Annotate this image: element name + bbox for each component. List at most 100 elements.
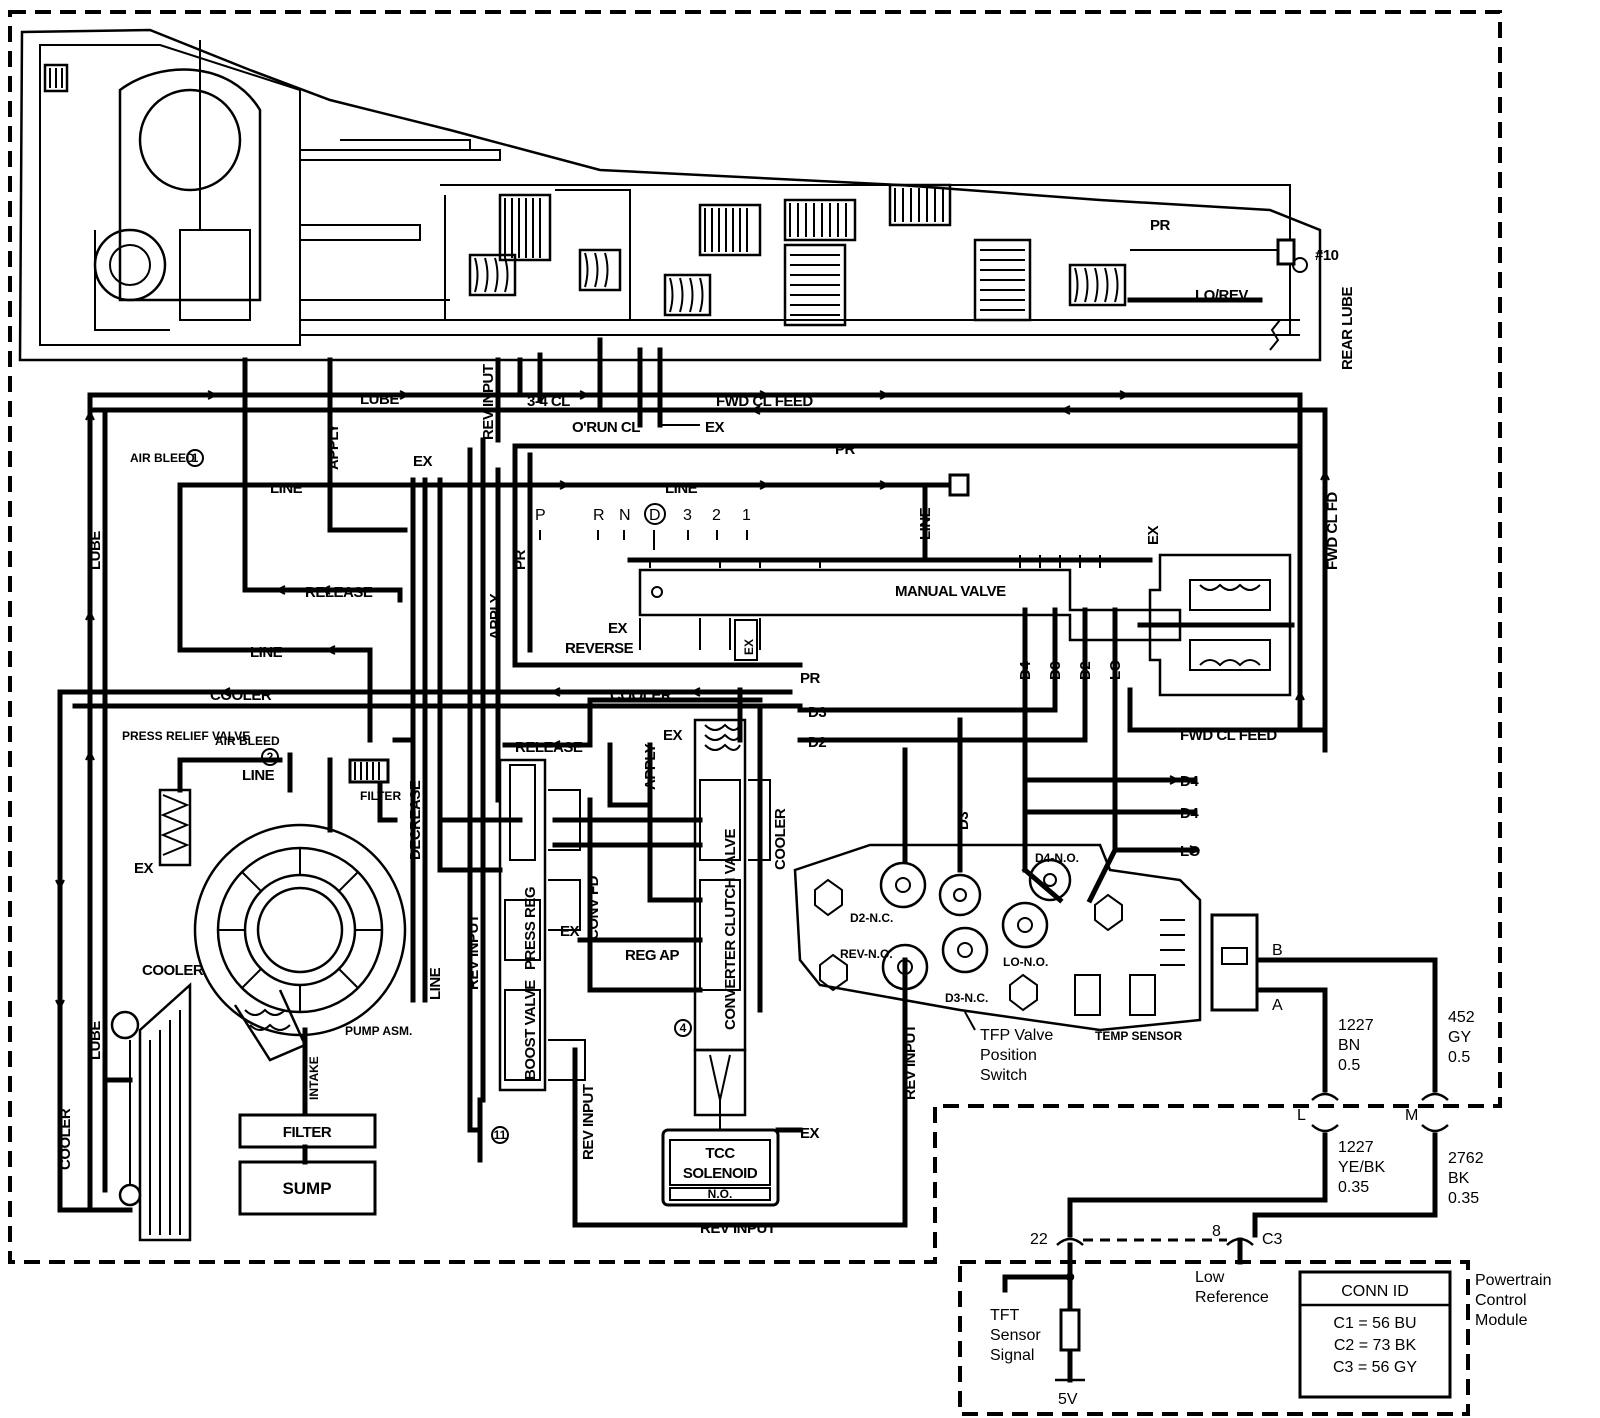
hydraulic-labels: LUBE 3-4 CL FWD CL FEED O'RUN CL EX PR E… xyxy=(57,287,1356,1237)
rev-input-label-3: REV INPUT xyxy=(580,1084,597,1160)
lo-label-vert: LO xyxy=(1107,659,1124,680)
d3-label-switch: D3 xyxy=(955,812,972,830)
wire-1227-bn-1: 1227 xyxy=(1338,1017,1374,1034)
release-label-2: RELEASE xyxy=(515,739,583,756)
cooler-label-5: COOLER xyxy=(772,808,789,870)
ex-label-cc: EX xyxy=(663,727,683,744)
tcc-solenoid-label-2: SOLENOID xyxy=(683,1165,758,1182)
pump-assembly: FILTER SUMP xyxy=(110,758,407,1242)
line-label-2: LINE xyxy=(665,480,698,497)
air-bleed-2-label: AIR BLEED xyxy=(215,734,280,748)
ex-label-reverse: EX xyxy=(608,620,628,637)
lo-rev-label: LO/REV xyxy=(1195,287,1248,304)
connector-m-label: M xyxy=(1405,1107,1418,1124)
low-reference-label-2: Reference xyxy=(1195,1289,1269,1306)
wire-2762-bk-3: 0.35 xyxy=(1448,1190,1479,1207)
tft-sensor-label-3: Signal xyxy=(990,1347,1034,1364)
orifice-4-num: 4 xyxy=(680,1021,687,1035)
manual-valve-ex-label: EX xyxy=(742,639,756,655)
check-ball-10-label: #10 xyxy=(1315,247,1339,264)
five-v-label: 5V xyxy=(1058,1391,1078,1408)
filter-label-pump: FILTER xyxy=(360,789,401,803)
tft-sensor-label-1: TFT xyxy=(990,1307,1020,1324)
wire-2762-bk-2: BK xyxy=(1448,1170,1470,1187)
range-selected-marker xyxy=(644,503,666,525)
line-label-3: LINE xyxy=(250,644,283,661)
rev-input-label-5: REV INPUT xyxy=(700,1220,776,1237)
tcc-solenoid-label-1: TCC xyxy=(705,1145,735,1162)
lube-label-3: LUBE xyxy=(87,1021,104,1060)
terminal-b-label: B xyxy=(1272,942,1283,959)
cooler-label-2: COOLER xyxy=(610,687,672,704)
ex-label-relief: EX xyxy=(134,860,154,877)
lube-label-top: LUBE xyxy=(360,391,399,408)
orun-cl-label: O'RUN CL xyxy=(572,419,640,436)
fwd-cl-fd-label: FWD CL FD xyxy=(1324,492,1341,570)
wire-452-gy-3: 0.5 xyxy=(1448,1049,1470,1066)
range-d-selected: D xyxy=(649,507,661,524)
manual-valve-label: MANUAL VALVE xyxy=(895,583,1006,600)
connectors xyxy=(1055,1092,1452,1399)
pcm-label-3: Module xyxy=(1475,1312,1528,1329)
transmission-case: #10 PR LO/REV xyxy=(18,28,1339,362)
intake-label: INTAKE xyxy=(307,1056,321,1100)
tfp-switch-label-3: Switch xyxy=(980,1067,1027,1084)
wire-1227-bn-3: 0.5 xyxy=(1338,1057,1360,1074)
fwd-cl-feed-label-2: FWD CL FEED xyxy=(1180,727,1277,744)
rev-input-label-1: REV INPUT xyxy=(480,364,497,440)
apply-label-1: APPLY xyxy=(325,423,342,470)
ex-label-manual: EX xyxy=(1145,525,1162,545)
flow-arrows xyxy=(55,390,1330,1011)
range-n: N xyxy=(619,507,631,524)
tfp-switch-label-2: Position xyxy=(980,1047,1037,1064)
wire-1227-yebk-1: 1227 xyxy=(1338,1139,1374,1156)
press-reg-label: PRESS REG xyxy=(522,887,539,970)
d3-label-horz: D3 xyxy=(808,704,826,721)
tfp-switch-body xyxy=(793,843,1259,1032)
apply-label-3: APPLY xyxy=(642,743,659,790)
manual-valve-assembly: EX xyxy=(638,553,1295,697)
boost-valve-label: BOOST VALVE xyxy=(522,980,539,1080)
d2-label-horz: D2 xyxy=(808,734,826,751)
ex-label-press-reg: EX xyxy=(560,923,580,940)
conn-id-row-c3: C3 = 56 GY xyxy=(1333,1359,1417,1376)
pr-label-3: PR xyxy=(800,670,821,687)
d4-label-2: D4 xyxy=(1180,805,1199,822)
wire-452-gy-1: 452 xyxy=(1448,1009,1475,1026)
rev-input-label-2: REV INPUT xyxy=(465,914,482,990)
orun-ex-label: EX xyxy=(705,419,725,436)
line-label-5: LINE xyxy=(242,767,275,784)
connector-c3-label: C3 xyxy=(1262,1231,1283,1248)
pcm-label-1: Powertrain xyxy=(1475,1272,1551,1289)
press-relief-valve-label: PRESS RELIEF VALVE xyxy=(122,729,250,743)
valve-body: TCC SOLENOID N.O. xyxy=(498,718,803,1207)
release-label-1: RELEASE xyxy=(305,584,373,601)
reverse-label: REVERSE xyxy=(565,640,634,657)
fwd-cl-feed-label-top: FWD CL FEED xyxy=(716,393,813,410)
cl-34-label: 3-4 CL xyxy=(527,393,570,410)
cooler-label-1: COOLER xyxy=(210,687,272,704)
wire-1227-bn-2: BN xyxy=(1338,1037,1360,1054)
temp-sensor-label: TEMP SENSOR xyxy=(1095,1029,1182,1043)
range-r: R xyxy=(593,507,605,524)
apply-label-2: APPLY xyxy=(487,593,504,640)
conn-id-title: CONN ID xyxy=(1341,1283,1409,1300)
filter-label: FILTER xyxy=(283,1124,332,1141)
cooler-label-4: COOLER xyxy=(142,962,204,979)
range-3: 3 xyxy=(683,507,692,524)
sump-label: SUMP xyxy=(282,1179,331,1198)
conn-id-row-c2: C2 = 73 BK xyxy=(1334,1337,1417,1354)
range-2: 2 xyxy=(712,507,721,524)
bleed-2-num: 2 xyxy=(267,750,274,764)
pr-label-case: PR xyxy=(1150,217,1171,234)
boundaries xyxy=(8,10,1502,1416)
d3-nc-label: D3-N.C. xyxy=(945,991,988,1005)
line-label-6: LINE xyxy=(917,507,934,540)
electrical-labels: TFP Valve Position Switch B A 1227 BN 0.… xyxy=(964,942,1551,1408)
d2-label-vert: D2 xyxy=(1077,662,1094,680)
range-p: P xyxy=(535,507,546,524)
low-reference-label-1: Low xyxy=(1195,1269,1225,1286)
d4-label-vert: D4 xyxy=(1017,661,1034,680)
wire-1227-yebk-2: YE/BK xyxy=(1338,1159,1385,1176)
